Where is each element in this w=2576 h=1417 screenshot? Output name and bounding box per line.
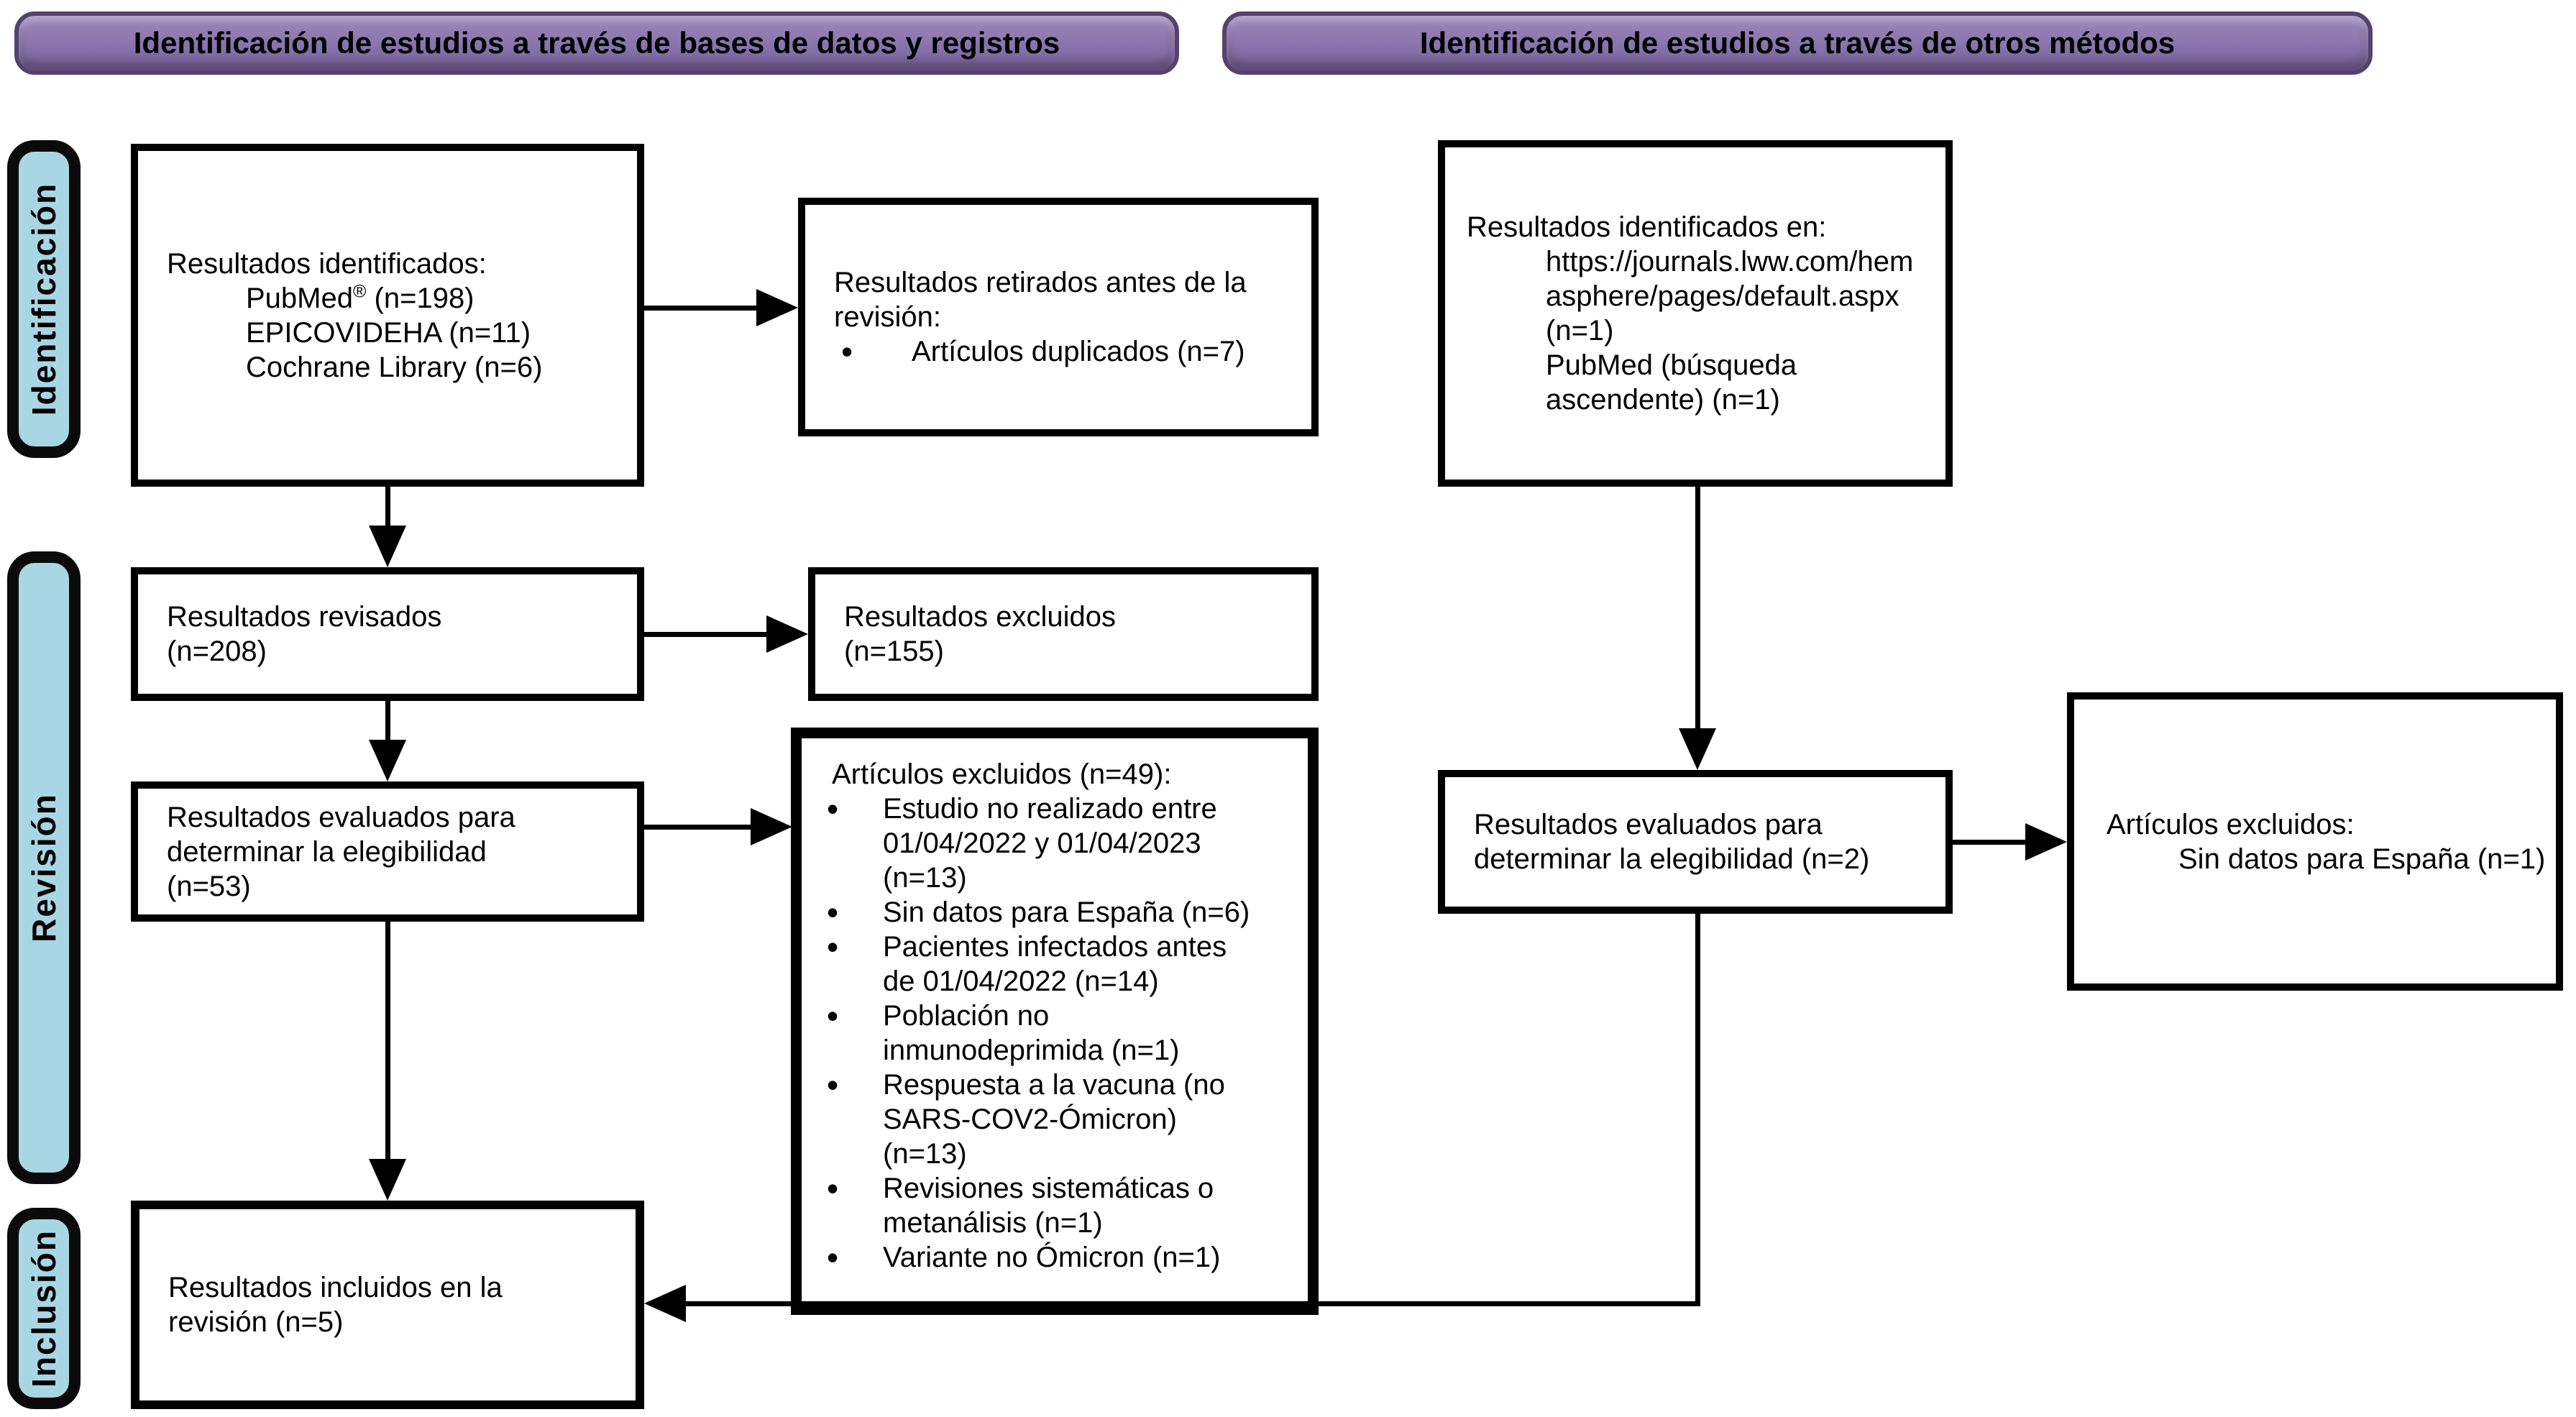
records-identified-other-title: Resultados identificados en: [1467, 211, 1827, 243]
reports-assessed-count: (n=53) [167, 870, 251, 902]
arrow-other-assessed-to-included-head [644, 1285, 686, 1322]
box-records-included: Resultados incluidos en la revisión (n=5… [131, 1201, 644, 1409]
records-identified-other-url-2: asphere/pages/default.aspx [1546, 280, 1899, 312]
records-identified-epicovideha: EPICOVIDEHA (n=11) [246, 316, 531, 349]
arrow-identified-to-screened-head [369, 526, 406, 567]
arrow-other-assessed-to-excluded-shaft [1951, 840, 2027, 845]
arrow-other-assessed-to-included-horizontal [686, 1301, 1700, 1306]
excluded-reason-not-immunocompromised-line-1: Población no [883, 1000, 1050, 1032]
records-excluded-count: (n=155) [844, 636, 944, 667]
records-removed-line-1: Resultados retirados antes de la [834, 267, 1247, 298]
arrow-identified-to-removed-head [756, 289, 798, 326]
arrow-screened-to-assessed-shaft [385, 701, 390, 741]
arrow-assessed-to-included-shaft [385, 922, 390, 1160]
pubmed-name: PubMed [246, 282, 353, 314]
stage-screening: Revisión [7, 551, 81, 1184]
excluded-reason-no-spain-data: Sin datos para España (n=6) [820, 895, 1290, 930]
stage-identification-label: Identificación [25, 182, 63, 416]
header-databases-registers-label: Identificación de estudios a través de b… [133, 26, 1060, 60]
records-identified-title: Resultados identificados: [167, 247, 487, 280]
arrow-identified-to-screened-shaft [385, 487, 390, 527]
reports-assessed-line-2: determinar la elegibilidad [167, 835, 487, 868]
registered-trademark-icon: ® [352, 281, 367, 302]
excluded-reason-systematic-reviews-line-2: metanálisis (n=1) [883, 1207, 1103, 1239]
articles-excluded-other-title: Artículos excluidos: [2107, 808, 2355, 840]
records-identified-other-url-1: https://journals.lww.com/hem [1546, 246, 1914, 278]
arrow-other-identified-to-assessed-head [1679, 728, 1716, 770]
reports-assessed-line-1: Resultados evaluados para [167, 801, 515, 833]
records-identified-pubmed: PubMed® (n=198) [167, 281, 630, 316]
records-identified-other-url-count: (n=1) [1546, 315, 1614, 347]
excluded-reason-dates-line-2: 01/04/2022 y 01/04/2023 [883, 827, 1201, 859]
stage-identification: Identificación [7, 140, 81, 458]
box-reports-assessed: Resultados evaluados para determinar la … [131, 781, 644, 922]
excluded-reason-no-spain-data-line: Sin datos para España (n=6) [883, 896, 1250, 928]
stage-screening-label: Revisión [25, 793, 63, 943]
records-screened-count: (n=208) [167, 636, 267, 667]
box-records-identified-databases: Resultados identificados: PubMed® (n=198… [131, 144, 644, 487]
excluded-reason-vaccine-response: Respuesta a la vacuna (no SARS-COV2-Ómic… [820, 1068, 1290, 1171]
records-included-line-2: revisión (n=5) [168, 1306, 344, 1338]
box-records-screened: Resultados revisados (n=208) [131, 567, 644, 701]
stage-inclusion: Inclusión [7, 1208, 81, 1409]
arrow-screened-to-excluded-shaft [641, 632, 766, 637]
records-excluded-line-1: Resultados excluidos [844, 601, 1116, 633]
box-records-identified-other: Resultados identificados en: https://jou… [1438, 140, 1953, 487]
pubmed-count: (n=198) [366, 282, 475, 314]
records-identified-cochrane: Cochrane Library (n=6) [246, 351, 543, 383]
reports-assessed-other-line-1: Resultados evaluados para [1474, 809, 1823, 840]
box-records-excluded: Resultados excluidos (n=155) [808, 567, 1319, 701]
excluded-reason-dates-line-1: Estudio no realizado entre [883, 793, 1217, 825]
arrow-identified-to-removed-shaft [641, 306, 756, 311]
header-other-methods-label: Identificación de estudios a través de o… [1419, 26, 2176, 60]
excluded-reason-dates: Estudio no realizado entre 01/04/2022 y … [820, 792, 1290, 895]
arrow-other-assessed-to-included-vertical [1695, 914, 1700, 1306]
records-included-line-1: Resultados incluidos en la [168, 1272, 503, 1303]
box-records-removed: Resultados retirados antes de la revisió… [798, 198, 1319, 436]
arrow-assessed-to-excluded-list-shaft [641, 825, 751, 830]
excluded-reason-non-omicron-line: Variante no Ómicron (n=1) [883, 1242, 1221, 1273]
records-identified-other-pubmed-2: ascendente) (n=1) [1546, 384, 1780, 416]
excluded-reason-infected-before: Pacientes infectados antes de 01/04/2022… [820, 930, 1290, 999]
arrow-assessed-to-included-head [369, 1159, 406, 1201]
records-screened-line-1: Resultados revisados [167, 601, 442, 633]
excluded-reason-dates-count: (n=13) [883, 862, 967, 894]
articles-excluded-other-reason: Sin datos para España (n=1) [2178, 843, 2546, 875]
excluded-reason-non-omicron: Variante no Ómicron (n=1) [820, 1240, 1290, 1275]
stage-inclusion-label: Inclusión [25, 1229, 63, 1388]
arrow-other-identified-to-assessed-shaft [1695, 487, 1700, 730]
arrow-screened-to-assessed-head [369, 740, 406, 781]
arrow-screened-to-excluded-head [766, 615, 808, 653]
excluded-reason-infected-before-line-1: Pacientes infectados antes [883, 931, 1227, 963]
excluded-reason-systematic-reviews: Revisiones sistemáticas o metanálisis (n… [820, 1171, 1290, 1240]
header-other-methods: Identificación de estudios a través de o… [1222, 12, 2373, 75]
arrow-assessed-to-excluded-list-head [751, 808, 792, 845]
articles-excluded-title: Artículos excluidos (n=49): [832, 758, 1172, 790]
excluded-reason-vaccine-response-line-1: Respuesta a la vacuna (no [883, 1069, 1225, 1101]
excluded-reason-systematic-reviews-line-1: Revisiones sistemáticas o [883, 1173, 1214, 1204]
reports-assessed-other-line-2: determinar la elegibilidad (n=2) [1474, 843, 1870, 875]
box-reports-assessed-other: Resultados evaluados para determinar la … [1438, 770, 1953, 914]
records-removed-duplicates: Artículos duplicados (n=7) [834, 334, 1304, 369]
records-identified-other-pubmed-1: PubMed (búsqueda [1546, 349, 1797, 381]
header-databases-registers: Identificación de estudios a través de b… [14, 12, 1179, 75]
excluded-reason-vaccine-response-line-2: SARS-COV2-Ómicron) [883, 1104, 1177, 1135]
excluded-reason-vaccine-response-count: (n=13) [883, 1138, 967, 1170]
excluded-reason-not-immunocompromised-line-2: inmunodeprimida (n=1) [883, 1035, 1180, 1066]
records-removed-line-2: revisión: [834, 301, 941, 333]
arrow-other-assessed-to-excluded-head [2025, 823, 2067, 861]
excluded-reason-infected-before-line-2: de 01/04/2022 (n=14) [883, 966, 1159, 997]
box-articles-excluded-list: Artículos excluidos (n=49): Estudio no r… [791, 728, 1319, 1315]
excluded-reason-not-immunocompromised: Población no inmunodeprimida (n=1) [820, 999, 1290, 1068]
box-articles-excluded-other: Artículos excluidos: Sin datos para Espa… [2067, 692, 2563, 991]
